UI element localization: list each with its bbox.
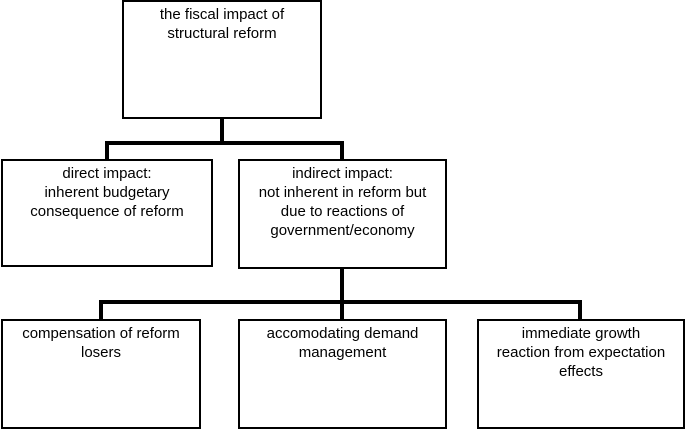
direct-impact-line: consequence of reform — [30, 203, 184, 220]
compensation-line: losers — [80, 344, 121, 361]
indirect-impact-line: indirect impact: — [292, 165, 393, 182]
demand-management-box: accomodating demand management — [238, 319, 447, 429]
growth-reaction-line: effects — [559, 363, 603, 380]
compensation-box: compensation of reform losers — [1, 319, 201, 429]
direct-impact-box: direct impact: inherent budgetary conseq… — [1, 159, 213, 267]
demand-management-line: management — [298, 344, 387, 361]
root-node-line: the fiscal impact of — [159, 6, 285, 23]
direct-impact-line: direct impact: — [62, 165, 152, 182]
growth-reaction-line: immediate growth — [521, 325, 641, 342]
compensation-line: compensation of reform — [22, 325, 180, 342]
growth-reaction-box: immediate growth reaction from expectati… — [477, 319, 685, 429]
indirect-impact-line: due to reactions of — [280, 203, 405, 220]
demand-management-line: accomodating demand — [266, 325, 419, 342]
direct-impact-line: inherent budgetary — [44, 184, 170, 201]
indirect-impact-line: not inherent in reform but — [258, 184, 427, 201]
root-node-box: the fiscal impact of structural reform — [122, 0, 322, 119]
growth-reaction-line: reaction from expectation — [496, 344, 666, 361]
root-node-line: structural reform — [167, 25, 277, 42]
indirect-impact-line: government/economy — [270, 222, 415, 239]
indirect-impact-box: indirect impact: not inherent in reform … — [238, 159, 447, 269]
